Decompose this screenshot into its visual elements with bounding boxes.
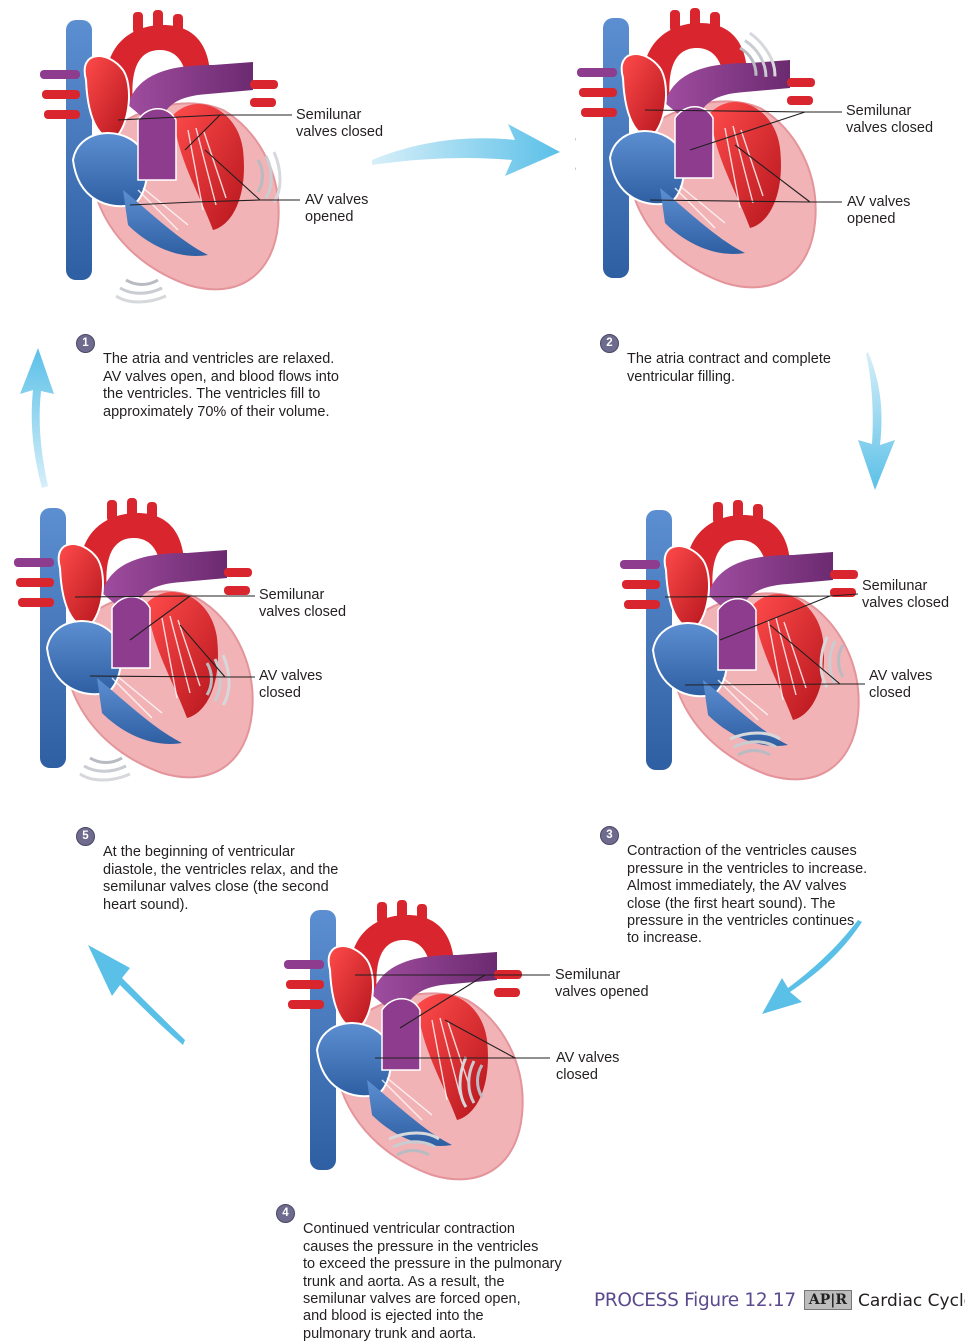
label-av-step-5: AV valves closed <box>259 668 323 701</box>
label-semilunar-step-3: Semilunar valves closed <box>862 578 950 611</box>
step-number-badge: 3 <box>600 826 619 845</box>
label-av-step-4: AV valves closed <box>556 1050 620 1083</box>
step-text: The atria contract and complete ventricu… <box>627 351 831 385</box>
figure-title: Cardiac Cycle <box>858 1291 965 1311</box>
step-number-badge: 4 <box>276 1204 295 1223</box>
figure-number: PROCESS Figure 12.17 <box>594 1290 796 1311</box>
label-av-step-2: AV valves opened <box>847 194 911 227</box>
arrow-step-4-to-5 <box>88 945 185 1045</box>
apr-badge: AP|R <box>803 1290 852 1310</box>
heart-illustration-step-5 <box>12 498 262 798</box>
label-semilunar-step-4: Semilunar valves opened <box>555 967 649 1000</box>
figure-caption: PROCESS Figure 12.17 AP|R Cardiac Cycle <box>594 1290 965 1312</box>
heart-illustration-step-1 <box>38 10 288 310</box>
label-semilunar-step-1: Semilunar valves closed <box>296 107 384 140</box>
arrow-step-1-to-2 <box>372 124 560 176</box>
heart-illustration-step-3 <box>618 500 868 800</box>
label-av-step-3: AV valves closed <box>869 668 933 701</box>
step-text: Contraction of the ventricles causes pre… <box>627 843 868 947</box>
step-text: Continued ventricular contraction causes… <box>303 1221 562 1342</box>
label-semilunar-step-5: Semilunar valves closed <box>259 587 347 620</box>
label-av-step-1: AV valves opened <box>305 192 369 225</box>
step-number-badge: 1 <box>76 334 95 353</box>
step-number-badge: 2 <box>600 334 619 353</box>
heart-illustration-step-4 <box>282 900 532 1200</box>
step-text: The atria and ventricles are relaxed. AV… <box>103 351 339 420</box>
step-text: At the beginning of ventricular diastole… <box>103 844 339 913</box>
label-semilunar-step-2: Semilunar valves closed <box>846 103 934 136</box>
step-5-description: 5 At the beginning of ventricular diastol… <box>76 827 403 914</box>
heart-illustration-step-2 <box>575 8 825 308</box>
arrow-step-5-to-1 <box>20 348 54 488</box>
step-number-badge: 5 <box>76 827 95 846</box>
